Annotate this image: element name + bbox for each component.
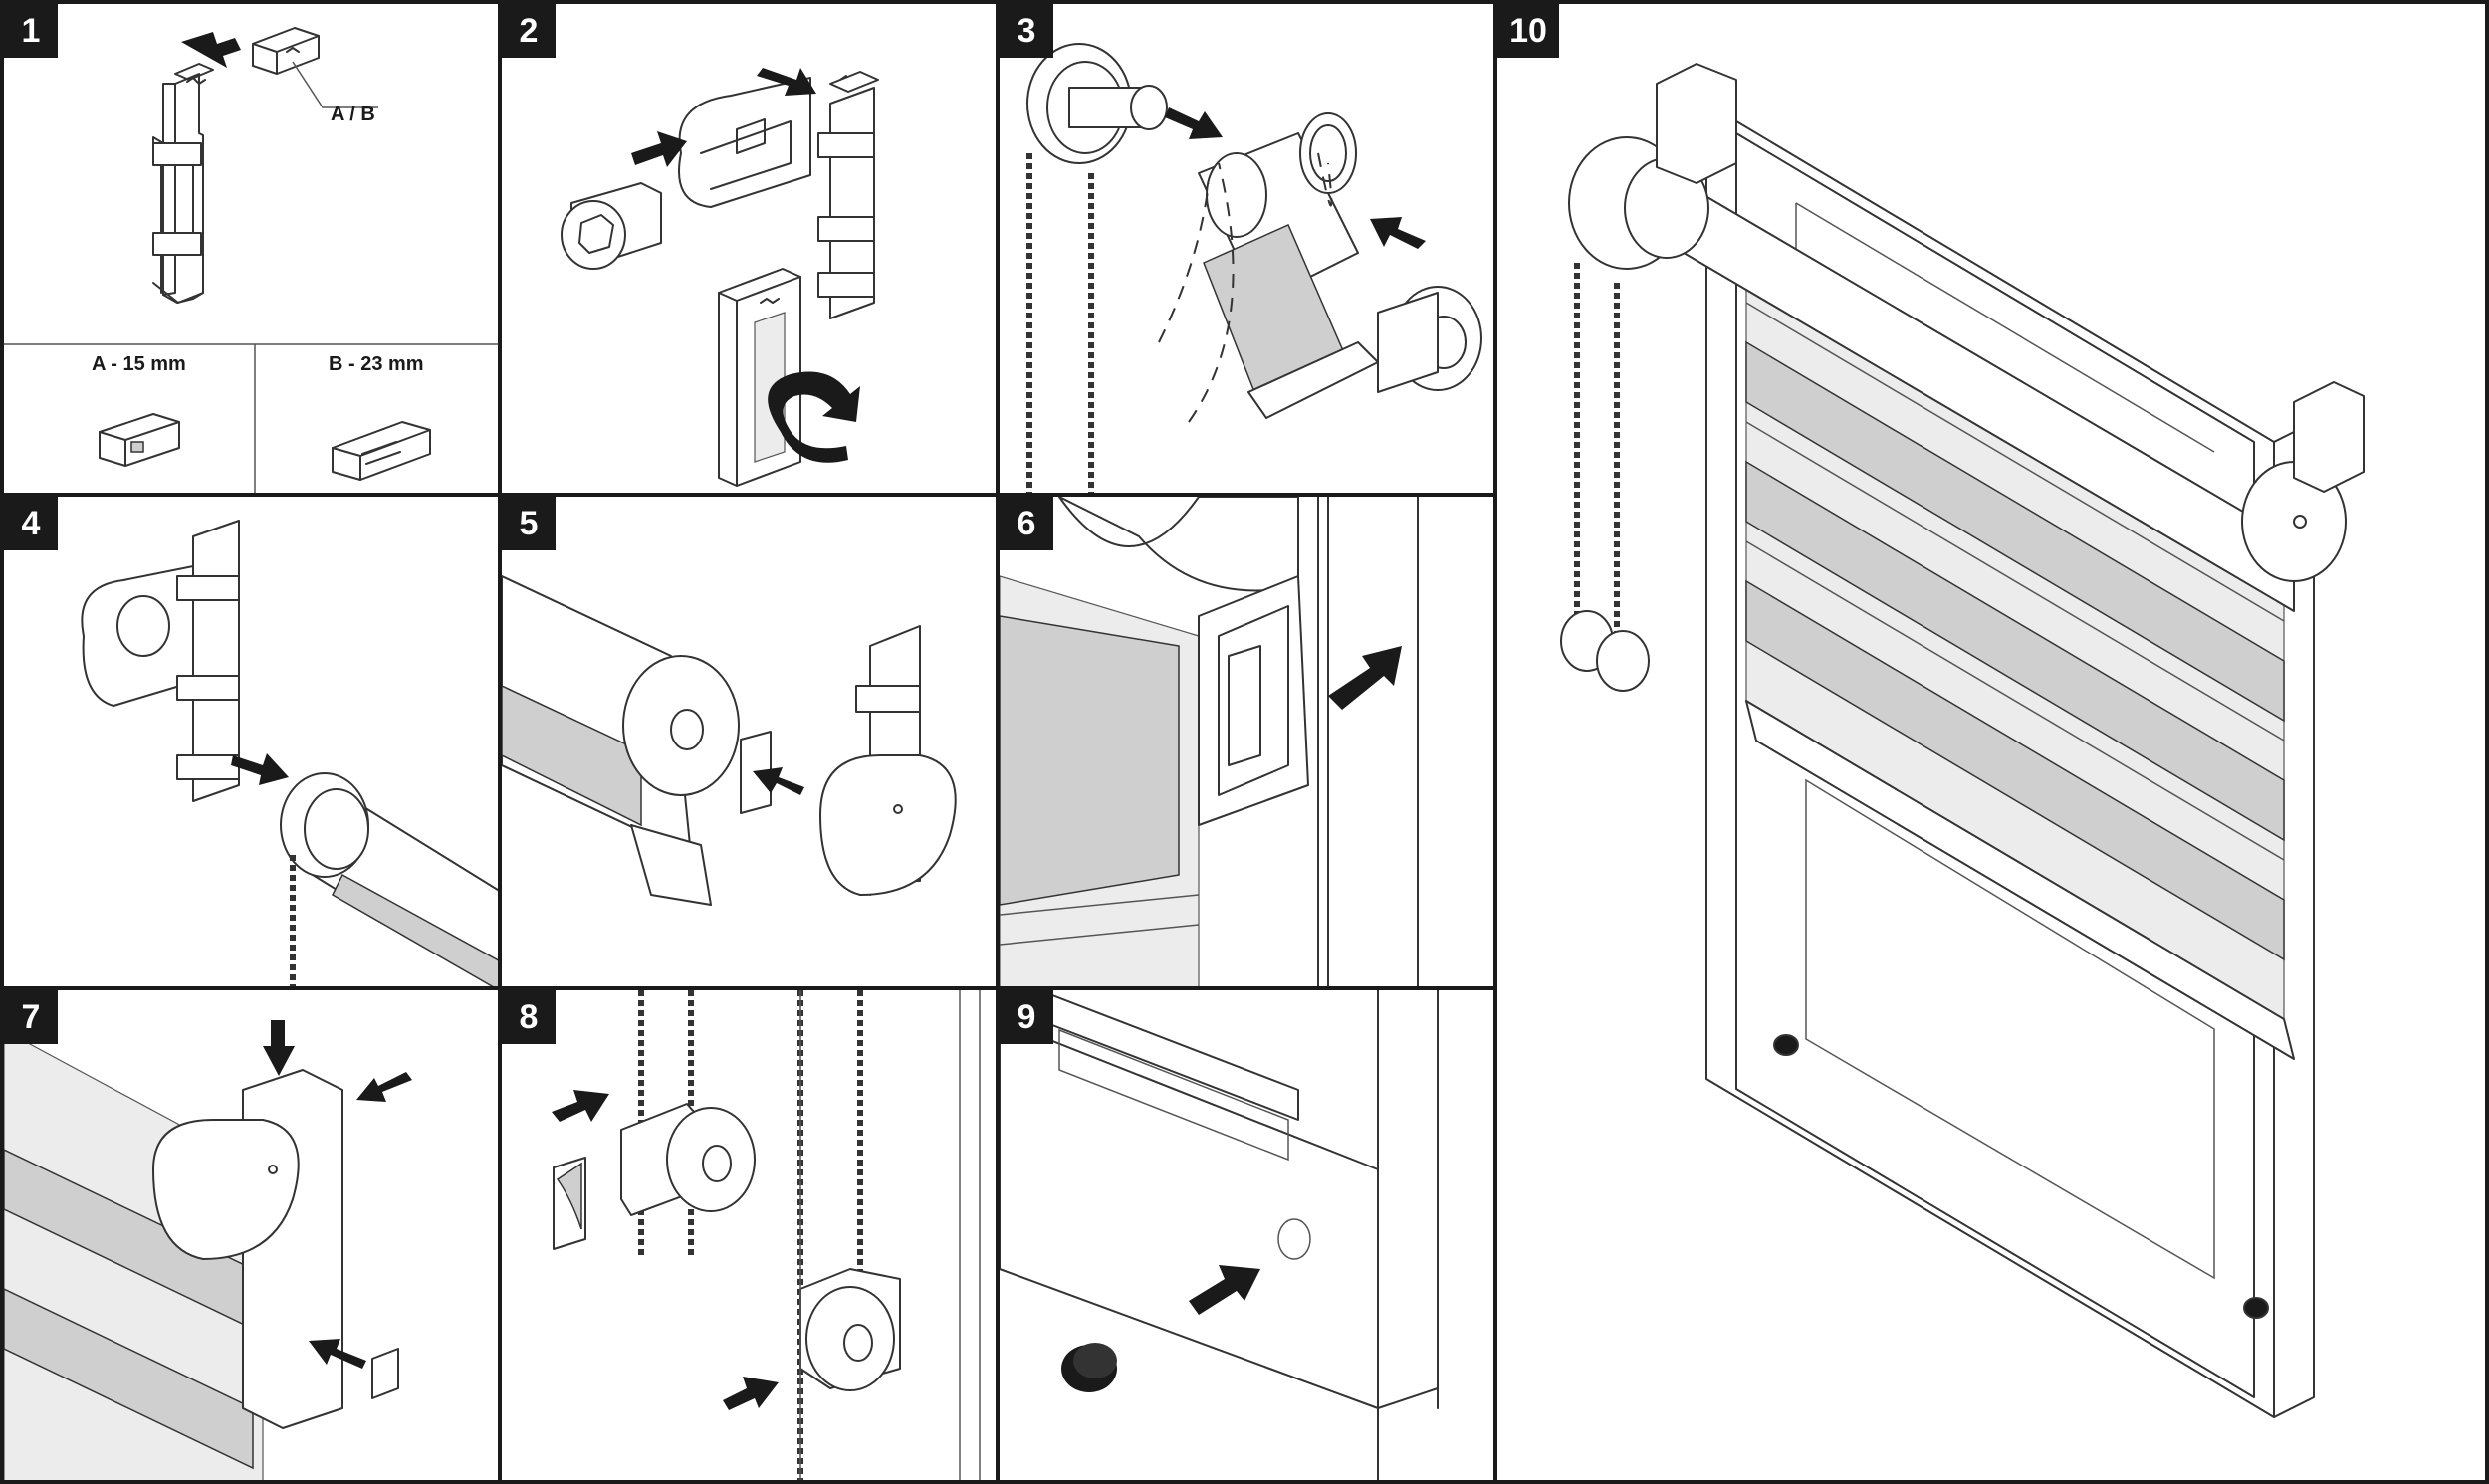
step-2-panel: 2: [498, 0, 1000, 497]
step-4-illustration: [81, 520, 498, 986]
step-5-panel: 5: [498, 493, 1000, 990]
arrow-right-icon: [1165, 107, 1223, 139]
magnet-stopper: [2243, 1297, 2269, 1319]
step-number-badge: 10: [1497, 4, 1559, 58]
step-2-illustration: [561, 68, 879, 487]
step-1-panel: 1 A / B A - 15 mm B - 23 mm: [0, 0, 502, 497]
option-b-clip: [332, 421, 431, 481]
roller-tube: [1568, 136, 2347, 612]
arrow-down-icon: [263, 1020, 295, 1076]
step-8-panel: 8: [498, 986, 1000, 1484]
step-1-illustration: [4, 27, 498, 493]
step-number-badge: 9: [1000, 990, 1053, 1044]
step-10-panel: 10: [1493, 0, 2489, 1484]
zebra-blind-fabric: [1745, 241, 2285, 1021]
step-8-illustration: [552, 990, 981, 1480]
step-3-illustration: [1026, 43, 1482, 493]
step-9-panel: 9: [996, 986, 1497, 1484]
step-number-badge: 4: [4, 497, 58, 550]
step-number-badge: 3: [1000, 4, 1053, 58]
variant-label: A / B: [331, 104, 375, 125]
option-b-label: B - 23 mm: [329, 353, 424, 375]
step-7-panel: 7: [0, 986, 502, 1484]
step-9-illustration: [1000, 990, 1439, 1480]
spacer-clip: [252, 27, 378, 108]
step-6-panel: 6: [996, 493, 1497, 990]
arrow-up-right-icon: [723, 1377, 779, 1410]
magnet-stopper: [1773, 1034, 1799, 1056]
arrow-right-icon: [757, 68, 816, 96]
arrow-right-icon: [231, 753, 289, 785]
arrow-up-right-icon: [552, 1090, 609, 1122]
step-number-badge: 8: [502, 990, 556, 1044]
arrow-left-icon: [753, 767, 804, 795]
step-7-illustration: [4, 1020, 412, 1480]
arrow-left-icon: [181, 32, 241, 68]
rotate-arrow-icon: [768, 371, 860, 463]
arrow-left-icon: [356, 1072, 412, 1102]
step-6-illustration: [1000, 497, 1419, 986]
option-a-clip: [99, 413, 180, 467]
step-4-panel: 4: [0, 493, 502, 990]
option-a-label: A - 15 mm: [92, 353, 186, 375]
arrow-left-icon: [309, 1339, 366, 1369]
ball-chain: [1026, 153, 1094, 493]
arrow-up-right-icon: [1328, 646, 1402, 710]
magnet-disc: [1061, 1343, 1117, 1392]
arrow-right-icon: [631, 131, 687, 167]
mounting-bracket: [152, 63, 214, 304]
step-10-illustration: [1560, 63, 2365, 1418]
arrow-up-right-icon: [1189, 1265, 1260, 1315]
step-5-illustration: [502, 575, 957, 906]
step-number-badge: 6: [1000, 497, 1053, 550]
step-number-badge: 1: [4, 4, 58, 58]
step-3-panel: 3: [996, 0, 1497, 497]
step-number-badge: 5: [502, 497, 556, 550]
step-number-badge: 7: [4, 990, 58, 1044]
step-number-badge: 2: [502, 4, 556, 58]
arrow-left-icon: [1370, 217, 1426, 249]
